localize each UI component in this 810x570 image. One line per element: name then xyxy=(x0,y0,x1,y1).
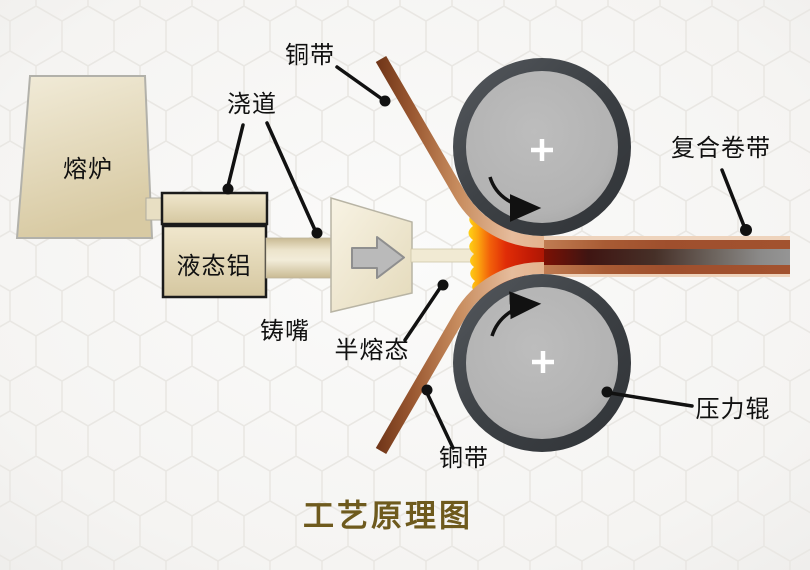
pressure-roller-bottom xyxy=(453,274,631,452)
leader-line-runner-1 xyxy=(226,123,245,188)
copper-strip-bottom-label: 铜带 xyxy=(439,445,489,472)
leader-dots xyxy=(222,95,752,398)
runner-lid-box xyxy=(160,191,269,226)
rotation-arrow-counterclockwise-icon xyxy=(490,291,542,337)
composite-strip-label: 复合卷带 xyxy=(671,135,771,162)
composite-strip-shape xyxy=(544,236,790,277)
diagram-title: 工艺原理图 xyxy=(303,498,473,534)
flow-arrow-icon xyxy=(351,236,405,279)
leader-dot-copper-bottom xyxy=(421,384,433,396)
roller-axis-plus-icon xyxy=(531,139,553,161)
leader-dot-runner-2 xyxy=(311,227,323,239)
semi-molten-label: 半熔态 xyxy=(334,337,410,364)
leader-dot-runner-1 xyxy=(222,183,234,195)
liquid-aluminum-label: 液态铝 xyxy=(176,253,252,280)
pressure-roller-label: 压力辊 xyxy=(695,396,771,423)
furnace-shape xyxy=(15,75,154,239)
furnace-label: 熔炉 xyxy=(63,156,113,183)
roller-axis-plus-icon xyxy=(532,351,554,373)
copper-strip-top-label: 铜带 xyxy=(285,42,335,69)
leader-dot-semi-molten xyxy=(437,279,449,291)
leader-line-runner-2 xyxy=(265,121,317,232)
leader-line-copper-bottom xyxy=(425,391,455,450)
pressure-roller-top xyxy=(453,58,631,236)
rotation-arrow-clockwise-icon xyxy=(488,176,542,222)
leader-line-copper-top xyxy=(335,65,384,101)
copper-strip-top-shape xyxy=(375,55,790,248)
leader-dot-copper-top xyxy=(379,95,391,107)
runner-label: 浇道 xyxy=(227,91,277,118)
casting-nozzle-label: 铸嘴 xyxy=(260,318,310,345)
leader-line-pressure-roller xyxy=(608,391,694,408)
feed-pipe xyxy=(265,237,333,279)
copper-strip-bottom-shape xyxy=(375,262,790,455)
leader-dot-composite xyxy=(740,224,752,236)
leader-lines xyxy=(226,65,746,450)
leader-line-semi-molten xyxy=(403,286,442,342)
leader-dot-pressure-roller xyxy=(601,386,613,398)
leader-line-composite xyxy=(720,168,746,228)
